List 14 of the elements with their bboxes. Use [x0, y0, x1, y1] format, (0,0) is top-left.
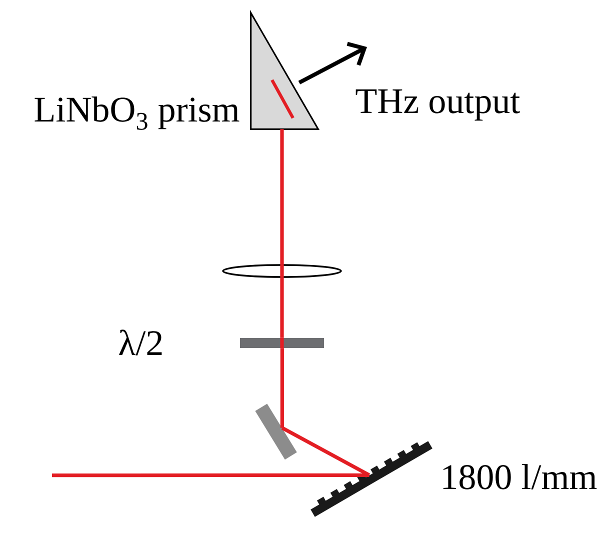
component-label: 1800 l/mm [443, 464, 597, 490]
laser-beam [281, 426, 370, 477]
wave-plate [240, 338, 324, 348]
grating [310, 441, 432, 517]
arrow [298, 42, 367, 84]
component-label: λ/2 [119, 330, 162, 356]
laser-beam [280, 348, 284, 428]
laser-beam [52, 473, 370, 478]
component-label: LiNbO$_{3}$ prism [34, 96, 240, 130]
mirror [255, 404, 297, 460]
laser-beam [280, 129, 284, 264]
edge-label: THz output [354, 88, 522, 122]
lens [222, 264, 342, 278]
laser-beam [280, 278, 284, 338]
